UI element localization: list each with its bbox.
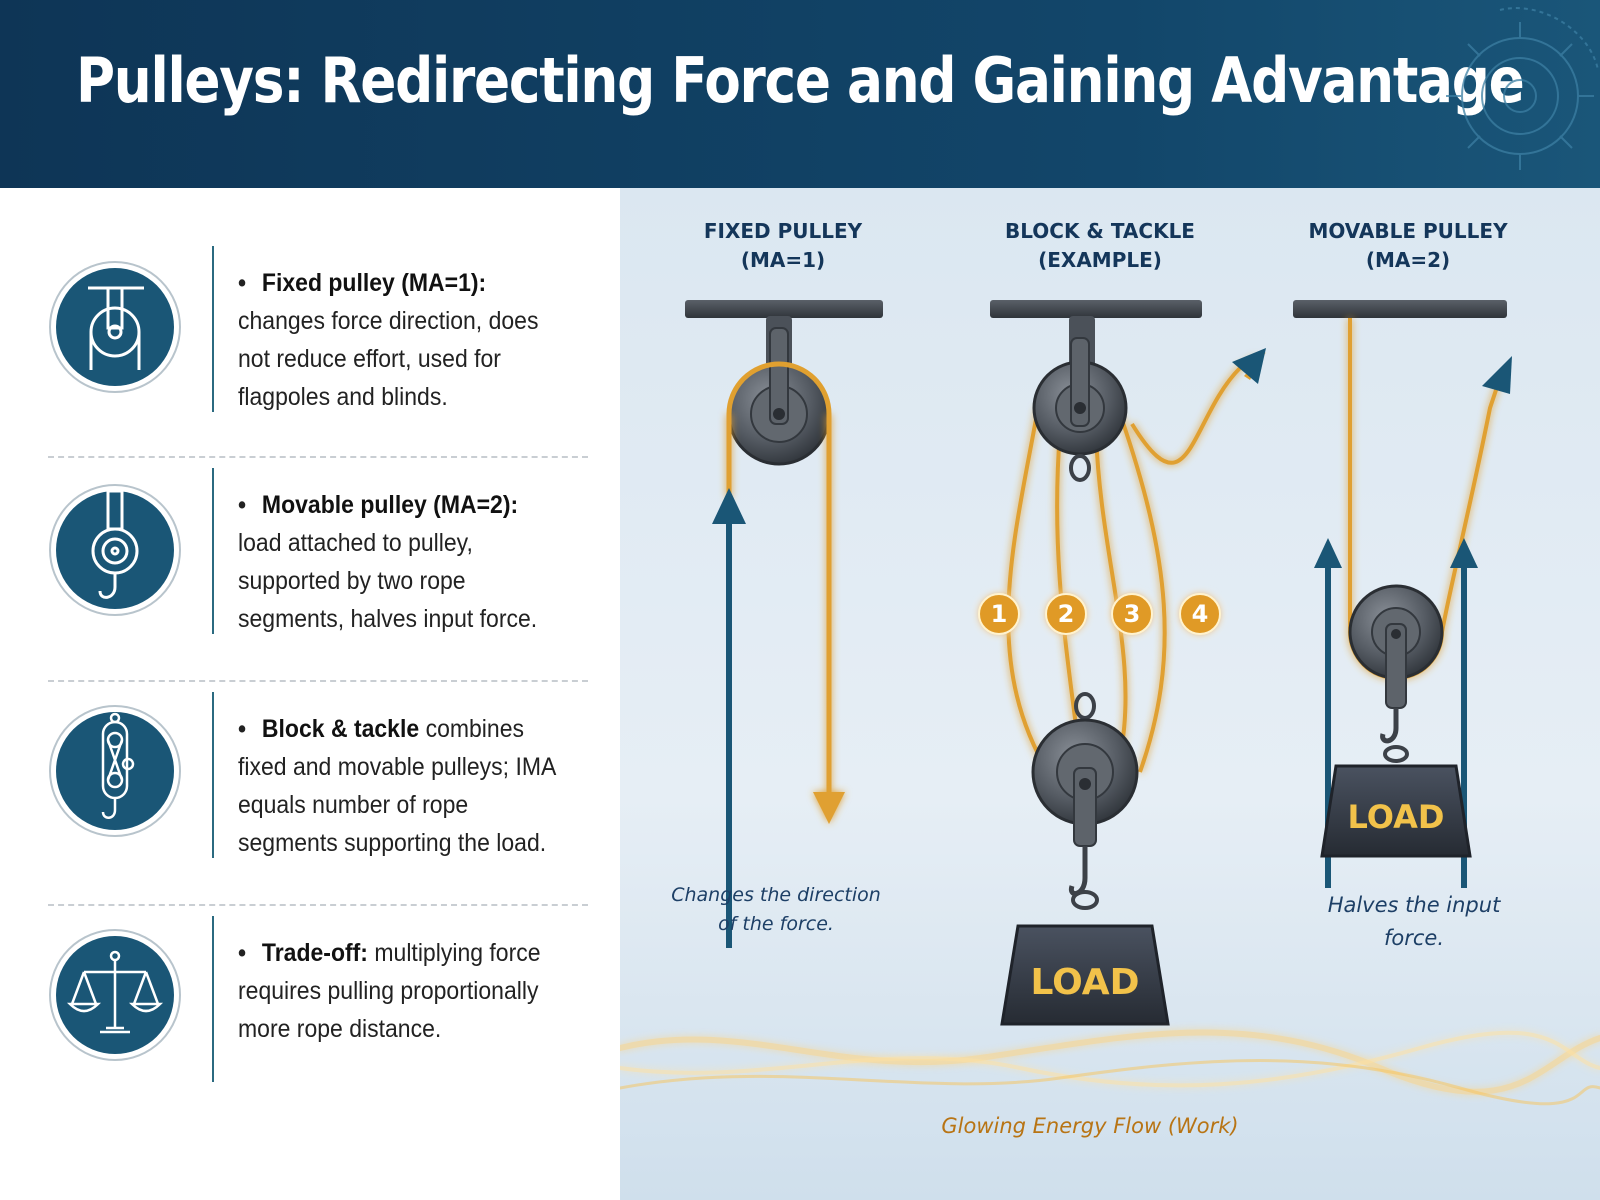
point-movable-pulley: •Movable pulley (MA=2): load attached to… [0, 468, 620, 678]
fixed-pulley-caption-line2: of the force. [718, 913, 834, 935]
ceiling-bar [685, 300, 883, 318]
separator [48, 680, 588, 682]
point-body: multiplying force requires pulling propo… [238, 939, 541, 1043]
segment-badges: 1 2 3 4 [978, 593, 1221, 635]
point-trade-off: •Trade-off: multiplying force requires p… [0, 916, 620, 1126]
hook [1380, 708, 1399, 744]
movable-pulley-diagram: LOAD Halves the input force. [1293, 300, 1512, 950]
movable-pulley-title: MOVABLE PULLEY [1308, 219, 1508, 243]
gear-icon [1446, 7, 1599, 170]
segment-badge-3: 3 [1124, 600, 1141, 628]
ceiling-bar [1293, 300, 1507, 318]
point-text: •Trade-off: multiplying force requires p… [238, 939, 541, 1043]
block-tackle-title: BLOCK & TACKLE [1005, 219, 1195, 243]
divider-line [212, 246, 214, 412]
point-heading: Trade-off: [261, 939, 368, 967]
block-tackle-subtitle: (EXAMPLE) [1038, 248, 1162, 272]
movable-pulley-subtitle: (MA=2) [1366, 248, 1450, 272]
load-direction-arrow [813, 792, 845, 824]
scales-icon [49, 929, 181, 1061]
fixed-pulley-icon [49, 261, 181, 393]
point-body: changes force direction, does not reduce… [238, 307, 539, 411]
movable-pulley-icon [49, 484, 181, 616]
segment-badge-2: 2 [1058, 600, 1075, 628]
divider-line [212, 916, 214, 1082]
divider-line [212, 468, 214, 634]
fixed-pulley-subtitle: (MA=1) [741, 248, 825, 272]
separator [48, 456, 588, 458]
load-weight [1000, 924, 1170, 1026]
block-tackle-diagram: LOAD 1 2 3 4 [978, 300, 1266, 1026]
point-text: •Fixed pulley (MA=1): changes force dire… [238, 269, 539, 411]
block-tackle-icon [49, 705, 181, 837]
point-fixed-pulley: •Fixed pulley (MA=1): changes force dire… [0, 246, 620, 456]
page-title: Pulleys: Redirecting Force and Gaining A… [76, 44, 1525, 117]
point-heading: Fixed pulley (MA=1): [261, 269, 487, 297]
load-label: LOAD [1348, 798, 1445, 836]
key-points-panel: •Fixed pulley (MA=1): changes force dire… [0, 188, 620, 1200]
fixed-pulley-caption-line1: Changes the direction [671, 884, 881, 906]
ceiling-bar [990, 300, 1202, 318]
load-label: LOAD [1030, 962, 1139, 1003]
segment-badge-1: 1 [991, 600, 1008, 628]
header-banner: Pulleys: Redirecting Force and Gaining A… [0, 0, 1600, 188]
point-text: •Movable pulley (MA=2): load attached to… [238, 491, 538, 633]
divider-line [212, 692, 214, 858]
pull-arrow [1232, 348, 1266, 384]
energy-flow-label: Glowing Energy Flow (Work) [941, 1114, 1238, 1138]
movable-pulley-caption-line1: Halves the input [1328, 893, 1501, 917]
pull-arrow [1482, 356, 1512, 394]
fixed-pulley-title: FIXED PULLEY [704, 219, 863, 243]
pulley-diagram: FIXED PULLEY (MA=1) BLOCK & TACKLE (EXAM… [620, 188, 1600, 1200]
fixed-pulley-diagram: Changes the direction of the force. [671, 300, 883, 948]
segment-badge-4: 4 [1192, 600, 1209, 628]
separator [48, 904, 588, 906]
point-body: combines fixed and movable pulleys; IMA … [238, 715, 556, 857]
energy-flow-waves [620, 1029, 1600, 1106]
point-heading: Movable pulley (MA=2): [261, 491, 519, 519]
rope [726, 414, 832, 798]
load-weight [1320, 764, 1472, 858]
point-heading: Block & tackle [261, 715, 420, 743]
movable-pulley-caption-line2: force. [1384, 926, 1444, 950]
point-text: •Block & tackle combines fixed and movab… [238, 715, 556, 857]
point-block-tackle: •Block & tackle combines fixed and movab… [0, 692, 620, 902]
point-body: load attached to pulley, supported by tw… [238, 529, 538, 633]
